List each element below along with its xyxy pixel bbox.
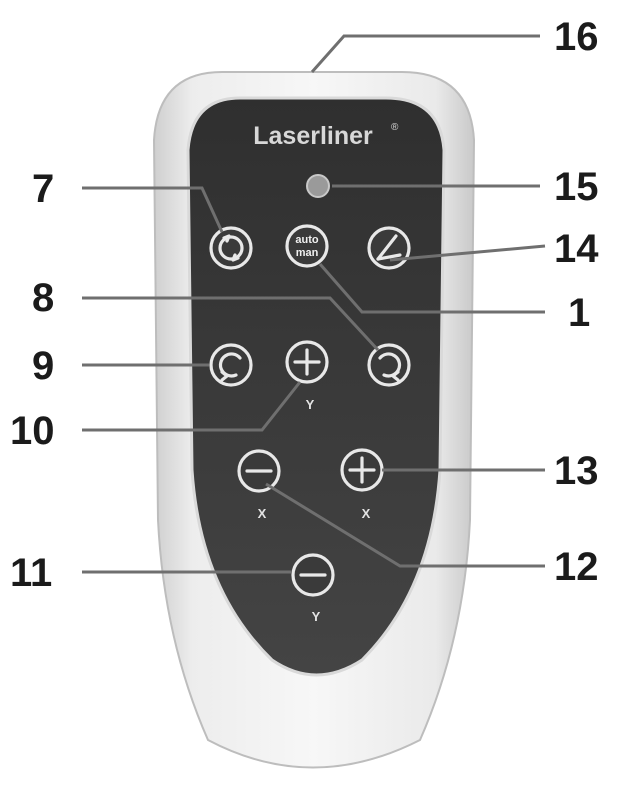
plus-y-button[interactable] xyxy=(285,340,329,384)
callout-16: 16 xyxy=(554,15,599,59)
scan-angle-button[interactable] xyxy=(367,226,411,270)
x-axis-label-minus: X xyxy=(258,506,267,521)
callout-10: 10 xyxy=(10,409,55,453)
leader-1 xyxy=(318,263,545,314)
callout-8: 8 xyxy=(32,276,54,320)
callout-13: 13 xyxy=(554,449,599,493)
leader-16 xyxy=(310,34,540,73)
x-axis-label-plus: X xyxy=(362,506,371,521)
leader-14 xyxy=(389,244,546,262)
y-axis-label-plus: Y xyxy=(306,397,315,412)
registered-mark: ® xyxy=(391,122,399,133)
leader-8 xyxy=(82,296,380,352)
y-axis-label-minus: Y xyxy=(312,609,321,624)
callout-15: 15 xyxy=(554,165,599,209)
brand-logo: Laserliner xyxy=(253,122,373,150)
leader-7 xyxy=(82,186,224,233)
callout-14: 14 xyxy=(554,227,599,271)
callout-9: 9 xyxy=(32,344,54,388)
auto-label: auto xyxy=(295,234,319,246)
callout-7: 7 xyxy=(32,167,54,211)
man-label: man xyxy=(296,247,319,259)
callout-12: 12 xyxy=(554,545,599,589)
minus-x-button[interactable] xyxy=(237,449,281,493)
leader-10 xyxy=(82,381,302,432)
status-led xyxy=(306,174,330,198)
callout-11: 11 xyxy=(10,551,52,595)
rotation-button[interactable] xyxy=(209,226,253,270)
rotate-right-button[interactable] xyxy=(367,343,411,387)
auto-man-button[interactable]: auto man xyxy=(285,224,329,268)
minus-y-button[interactable] xyxy=(291,553,335,597)
plus-x-button[interactable] xyxy=(340,448,384,492)
rotate-left-button[interactable] xyxy=(209,343,253,387)
callout-1: 1 xyxy=(568,291,590,335)
leader-12 xyxy=(265,482,545,568)
